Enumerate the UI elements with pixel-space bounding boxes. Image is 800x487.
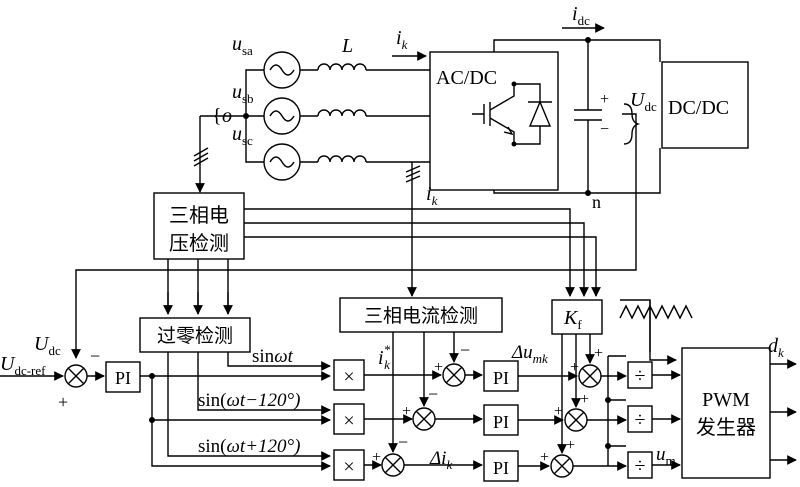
mult-c	[333, 449, 365, 481]
sign-ib-minus: −	[428, 384, 438, 404]
mult-b	[333, 403, 365, 435]
label-dumk: Δumk	[511, 342, 548, 366]
sin-ref-b: sin(ωt−120°)	[198, 390, 300, 411]
label-L: L	[341, 35, 353, 57]
label-kf: Kf	[563, 307, 582, 332]
voltage-detect-line1: 三相电	[169, 203, 229, 227]
inductor-a	[317, 63, 367, 71]
sign-ib-plus: +	[402, 403, 411, 420]
sign-fa-plus2: +	[594, 345, 603, 362]
pwm-generator-box	[681, 347, 771, 479]
label-n: n	[592, 192, 601, 212]
mult-a-label: ×	[343, 366, 354, 388]
pwm-label-1: PWM	[702, 389, 750, 411]
voltage-detect-line2: 压检测	[169, 231, 229, 255]
dc-bus-bottom	[493, 148, 661, 194]
pi-voltage	[105, 361, 141, 393]
voltage-detect-box	[153, 192, 245, 260]
pi-current-a	[483, 360, 519, 392]
igbt-symbol	[472, 81, 552, 147]
sign-fc-plus2: +	[566, 437, 575, 454]
inductor-b	[317, 109, 367, 117]
label-usb: usb	[232, 81, 254, 106]
zero-cross-label: 过零检测	[157, 325, 233, 347]
pi-current-a-label: PI	[493, 368, 509, 388]
dcdc-box	[661, 61, 749, 149]
label-ikstar: i*k	[378, 342, 391, 372]
label-dcdc: DC/DC	[668, 97, 729, 119]
brace-o: {	[212, 105, 222, 127]
label-idc: idc	[572, 3, 590, 28]
label-udcref: Udc-ref	[0, 353, 46, 378]
label-usa: usa	[232, 33, 253, 58]
mult-b-label: ×	[343, 410, 354, 432]
divider-b-label: ÷	[635, 409, 646, 431]
dc-capacitor	[574, 40, 602, 193]
carrier-wave	[619, 299, 693, 352]
label-dik: Δik	[429, 448, 452, 472]
label-ik-top: ik	[396, 27, 408, 52]
current-detect-box	[339, 297, 503, 333]
source-a	[263, 51, 301, 89]
divider-a-label: ÷	[635, 365, 646, 387]
sin-ref-c: sin(ωt+120°)	[198, 436, 300, 457]
label-ik-mid: ik	[426, 183, 438, 208]
label-usc: usc	[232, 123, 253, 148]
sign-ia-minus: −	[460, 340, 470, 360]
sign-fb-plus1: +	[554, 403, 563, 420]
sign-ic-plus: +	[372, 449, 381, 466]
udc-feedback	[71, 113, 637, 359]
divider-c-label: ÷	[635, 455, 646, 477]
label-udc-left: Udc	[34, 333, 61, 358]
label-o: o	[222, 105, 232, 127]
source-b	[263, 97, 301, 135]
pi-current-c-label: PI	[493, 458, 509, 478]
label-um: um	[656, 444, 676, 468]
pi-current-b-label: PI	[493, 412, 509, 432]
dc-bus-top	[493, 39, 661, 62]
label-cap-plus: +	[600, 91, 609, 108]
label-acdc: AC/DC	[436, 67, 497, 89]
mult-c-label: ×	[343, 456, 354, 478]
sign-fc-plus1: +	[540, 449, 549, 466]
pi-voltage-label: PI	[115, 368, 131, 388]
sign-ic-minus: −	[398, 432, 408, 452]
kf-box	[551, 299, 603, 335]
sign-voltage-minus: −	[90, 346, 100, 366]
sign-fa-plus1: +	[570, 359, 579, 376]
zero-cross-box	[139, 317, 251, 353]
source-c	[263, 143, 301, 181]
sign-voltage-plus: +	[58, 392, 68, 412]
label-udc-right: Udc	[630, 89, 657, 114]
divider-b	[627, 405, 653, 433]
label-cap-minus: −	[600, 121, 609, 138]
inductor-c	[317, 155, 367, 163]
sign-ia-plus: +	[434, 359, 443, 376]
sign-fb-plus2: +	[580, 391, 589, 408]
sin-ref-a: sinωt	[252, 346, 294, 367]
current-detect-label: 三相电流检测	[364, 305, 478, 327]
mult-a	[333, 359, 365, 391]
divider-a	[627, 361, 653, 389]
label-dk: dk	[768, 335, 784, 360]
neutral-node	[243, 113, 249, 119]
pwm-label-2: 发生器	[696, 415, 756, 439]
